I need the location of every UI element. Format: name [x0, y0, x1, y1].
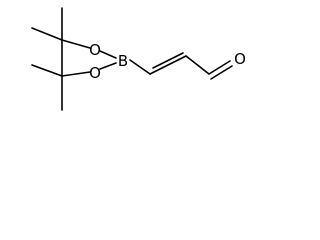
dioxaborolane-ring: [61, 39, 117, 77]
atom-label-boron: B: [118, 52, 128, 70]
chemical-structure: O O B O: [31, 7, 246, 111]
bond-methyl-top-left: [31, 27, 63, 41]
atom-label-oxygen-ring-top: O: [89, 41, 101, 59]
bond-o1-b: [99, 50, 117, 59]
methyl-groups: [31, 7, 63, 111]
bond-methyl-bottom-left: [31, 64, 63, 77]
bond-c4-o1: [61, 39, 91, 49]
bond-o3-b: [99, 62, 117, 70]
bond-c1-c2-outer: [149, 55, 187, 75]
bond-c5-o3: [61, 71, 91, 77]
bond-c1-c2-inner: [152, 52, 184, 69]
bond-c3-o-upper: [208, 60, 231, 75]
bond-c2-c3: [185, 55, 210, 75]
bond-b-c1: [129, 59, 151, 75]
bond-c3-o-lower: [210, 65, 233, 80]
propenal-chain: [129, 52, 233, 80]
atom-label-oxygen-ring-bottom: O: [89, 64, 101, 82]
atom-label-oxygen-aldehyde: O: [234, 50, 246, 68]
